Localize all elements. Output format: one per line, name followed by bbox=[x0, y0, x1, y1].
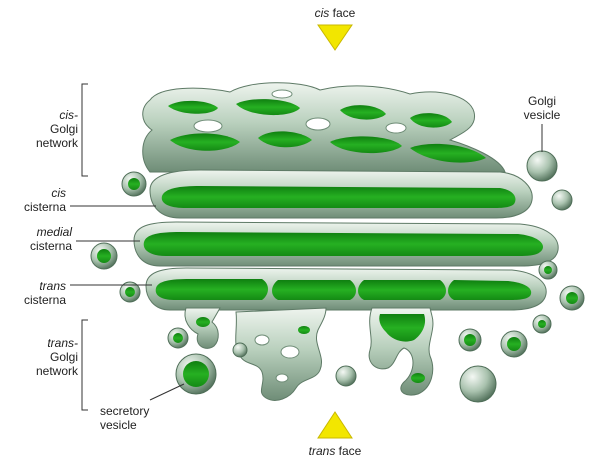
golgi-vesicle-shape bbox=[527, 151, 557, 181]
secretory-vesicle-label: secretory vesicle bbox=[100, 404, 149, 432]
cis-golgi-network-label: cis- Golgi network bbox=[4, 108, 78, 150]
medial-cisterna-shape bbox=[134, 222, 558, 266]
trans-cisterna-shape bbox=[146, 268, 546, 310]
cis-cisterna-label: cis cisterna bbox=[4, 186, 66, 214]
cis-cisterna-shape bbox=[150, 170, 532, 218]
trans-cisterna-label: trans cisterna bbox=[4, 279, 66, 307]
cis-face-marker bbox=[318, 25, 352, 50]
golgi-vesicle-label: Golgi vesicle bbox=[508, 94, 576, 122]
cis-golgi-network-shape bbox=[143, 83, 505, 172]
trans-golgi-network-shape bbox=[185, 308, 433, 400]
trans-face-label: trans face bbox=[293, 444, 377, 458]
trans-golgi-network-label: trans- Golgi network bbox=[4, 336, 78, 378]
medial-cisterna-label: medial cisterna bbox=[4, 225, 72, 253]
cis-face-label: cis face bbox=[303, 6, 367, 20]
trans-face-marker bbox=[318, 412, 352, 438]
